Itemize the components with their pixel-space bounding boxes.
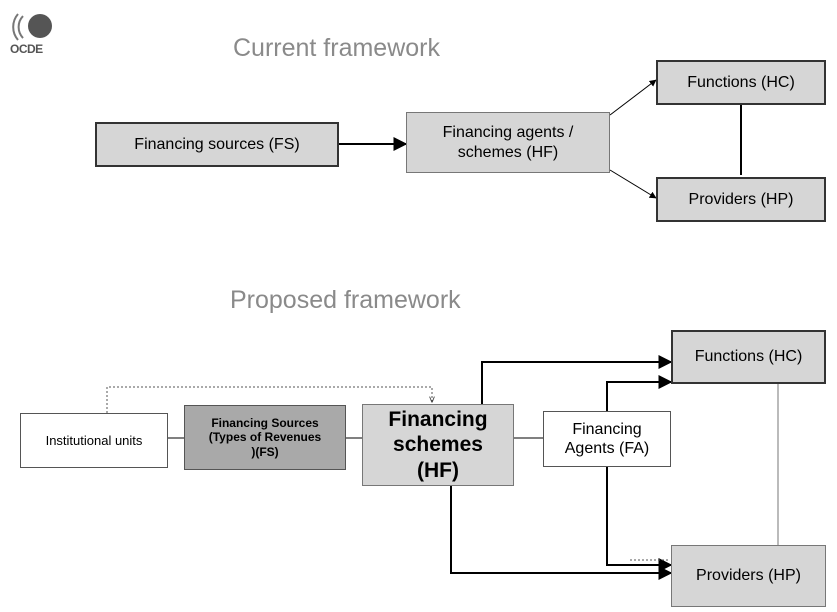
- arrow-fa-hp: [606, 467, 673, 572]
- proposed-fs-label: Financing Sources (Types of Revenues )(F…: [208, 415, 322, 459]
- dotted-inst-hf: [106, 386, 432, 413]
- current-financing-sources-box: Financing sources (FS): [95, 122, 339, 167]
- proposed-fa-label: Financing Agents (FA): [564, 420, 650, 457]
- arrow-hf-hp-proposed: [450, 486, 673, 580]
- current-fs-label: Financing sources (FS): [134, 135, 300, 153]
- arrow-fa-hc: [606, 375, 673, 411]
- current-providers-box: Providers (HP): [656, 177, 826, 222]
- arrow-hf-hc-proposed: [481, 355, 673, 404]
- inst-label: Institutional units: [45, 432, 143, 448]
- current-hc-label: Functions (HC): [687, 73, 795, 91]
- financing-schemes-box: Financing schemes (HF): [362, 404, 514, 486]
- current-hf-label: Financing agents / schemes (HF): [442, 124, 574, 161]
- arrow-hf-hc: [609, 79, 657, 116]
- financing-sources-types-of-revenues-box: Financing Sources (Types of Revenues )(F…: [184, 405, 346, 470]
- institutional-units-box: Institutional units: [20, 413, 168, 468]
- current-hp-label: Providers (HP): [688, 190, 794, 208]
- financing-agents-box: Financing Agents (FA): [543, 411, 671, 467]
- proposed-providers-box: Providers (HP): [671, 545, 826, 607]
- proposed-hf-label: Financing schemes (HF): [388, 408, 488, 482]
- logo-text: OCDE: [10, 42, 43, 56]
- proposed-hp-label: Providers (HP): [696, 567, 801, 585]
- proposed-framework-title: Proposed framework: [230, 286, 461, 314]
- arrow-hf-hp: [609, 169, 657, 199]
- current-framework-title: Current framework: [233, 34, 440, 62]
- current-financing-agents-box: Financing agents / schemes (HF): [406, 112, 610, 173]
- proposed-functions-box: Functions (HC): [671, 330, 826, 384]
- proposed-hc-label: Functions (HC): [694, 348, 803, 366]
- ocde-logo: [12, 13, 52, 41]
- current-functions-box: Functions (HC): [656, 60, 826, 105]
